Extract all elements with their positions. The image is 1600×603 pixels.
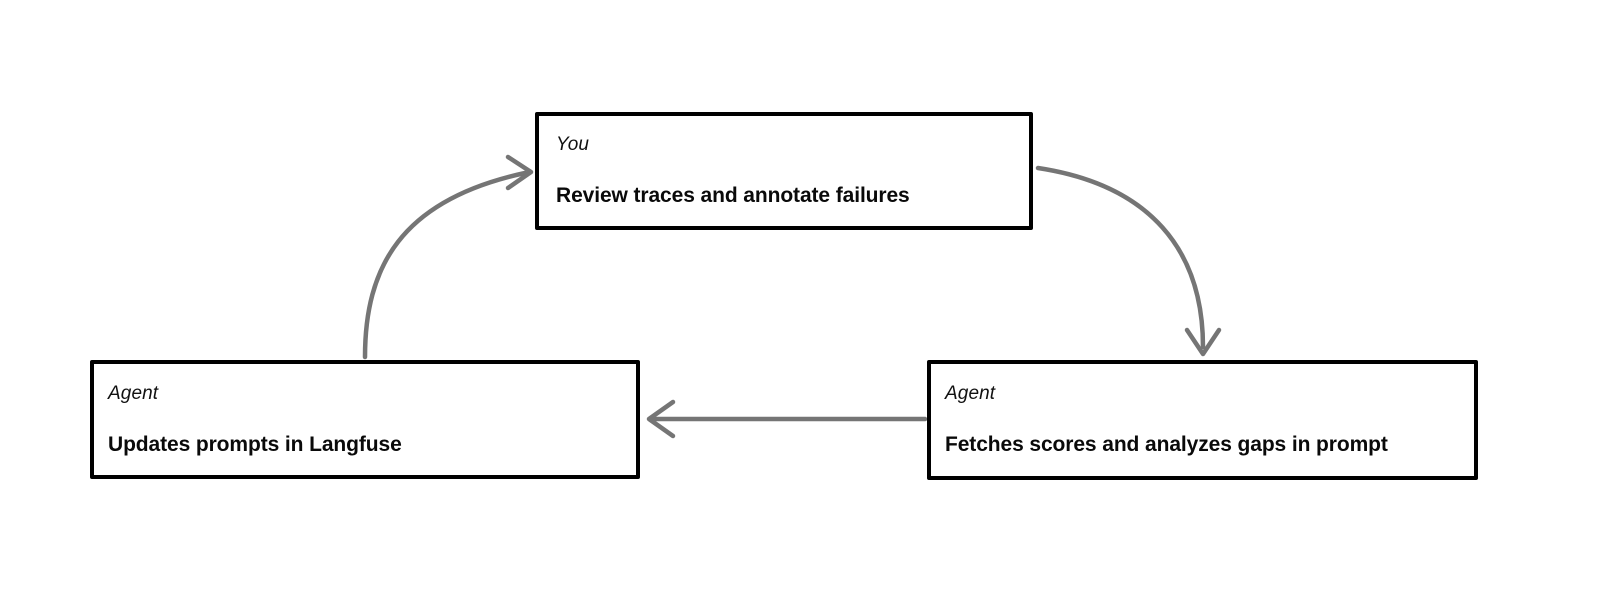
node-title-label: Review traces and annotate failures (556, 184, 910, 207)
node-title-label: Fetches scores and analyzes gaps in prom… (945, 433, 1388, 456)
edge-you-to-fetch-arrow (1035, 165, 1222, 357)
edge-fetch-to-update-arrow (646, 399, 928, 439)
node-title-label: Updates prompts in Langfuse (108, 433, 402, 456)
node-role-label: Agent (945, 383, 996, 404)
node-role-label: You (556, 134, 590, 155)
node-role-label: Agent (108, 383, 159, 404)
node-agent-update-prompts[interactable]: Agent Updates prompts in Langfuse (90, 360, 640, 479)
edge-update-to-you-arrow (362, 154, 534, 360)
node-agent-fetch-scores[interactable]: Agent Fetches scores and analyzes gaps i… (927, 360, 1478, 480)
node-you-review[interactable]: You Review traces and annotate failures (535, 112, 1033, 230)
